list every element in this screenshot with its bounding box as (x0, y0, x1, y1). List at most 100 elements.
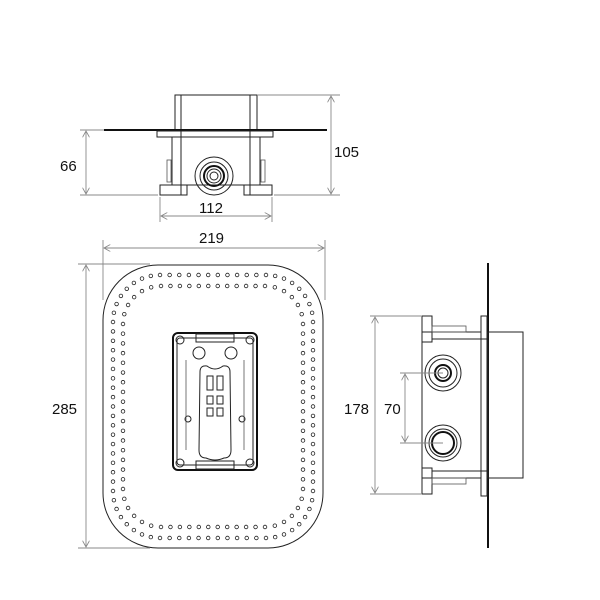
perforation-dot (234, 524, 239, 530)
side-view: 178 70 (344, 263, 524, 548)
perforation-dot (310, 479, 316, 484)
perforation-dot (281, 276, 287, 281)
perforation-dot (118, 514, 124, 520)
perforation-dot (224, 524, 230, 530)
perforation-dot (300, 409, 306, 414)
perforation-dot (139, 276, 145, 281)
perforation-dot (281, 288, 287, 294)
perforation-dot (234, 272, 240, 278)
perforation-dot (120, 389, 126, 395)
perforation-dot (110, 385, 116, 390)
perforation-dot (110, 479, 116, 484)
perforation-dot (299, 311, 304, 317)
dim-label-105: 105 (334, 144, 359, 161)
perforation-dot (215, 272, 221, 278)
perforation-dot (281, 532, 287, 537)
perforation-dot (300, 341, 306, 346)
perforation-dot (310, 460, 316, 466)
perforation-dot (263, 535, 269, 541)
perforation-dot (225, 535, 230, 541)
perforation-dot (310, 319, 316, 325)
perforation-dot (118, 293, 124, 299)
perforation-dot (300, 389, 306, 395)
perforation-dot (148, 534, 154, 540)
perforation-dot (300, 370, 306, 375)
perforation-dot (177, 272, 182, 278)
perforation-dot (234, 535, 240, 541)
perforation-dot (300, 418, 306, 424)
perforation-dot (243, 524, 249, 530)
perforation-dot (253, 524, 258, 530)
perforation-dot (310, 413, 316, 419)
perforation-dot (206, 283, 211, 289)
perforation-dot (110, 347, 116, 353)
perforation-dot (310, 366, 316, 372)
perforation-dot (205, 535, 211, 541)
perforation-dot (300, 331, 306, 336)
perforation-dot (139, 519, 145, 525)
perforation-dot (131, 527, 137, 533)
perforation-dots (110, 272, 316, 541)
perforation-dot (168, 524, 173, 530)
perforation-dot (177, 524, 183, 530)
perforation-dot (177, 283, 183, 289)
valve-body (172, 332, 258, 471)
perforation-dot (167, 535, 172, 541)
top-fitting-icon (194, 156, 234, 196)
perforation-dot (125, 302, 131, 308)
perforation-dot (310, 338, 316, 343)
perforation-dot (114, 301, 119, 307)
perforation-dot (110, 366, 116, 372)
perforation-dot (307, 506, 312, 512)
perforation-dot (310, 376, 316, 381)
perforation-dot (120, 486, 126, 492)
perforation-dot (158, 524, 164, 530)
perforation-dot (289, 280, 295, 286)
perforation-dot (110, 441, 116, 447)
perforation-dot (196, 524, 202, 530)
perforation-dot (110, 394, 116, 400)
perforation-dot (110, 357, 116, 362)
perforation-dot (289, 294, 295, 300)
perforation-dot (300, 350, 306, 356)
top-box (174, 94, 258, 131)
perforation-dot (300, 380, 306, 385)
perforation-dot (215, 535, 221, 541)
perforation-dot (157, 535, 163, 541)
perforation-dot (110, 470, 116, 475)
perforation-dot (110, 423, 116, 428)
perforation-dot (253, 283, 258, 289)
perforation-dot (120, 428, 126, 433)
perforation-dot (168, 283, 173, 289)
perforation-dot (300, 467, 306, 472)
perforation-dot (111, 497, 117, 503)
perforation-dot (157, 272, 163, 278)
perforation-dot (262, 524, 268, 530)
perforation-dot (120, 438, 126, 443)
perforation-dot (186, 535, 192, 541)
dim-label-285: 285 (52, 401, 77, 418)
perforation-dot (125, 505, 131, 511)
rear-box (487, 331, 524, 479)
perforation-dot (272, 285, 278, 290)
perforation-dot (110, 338, 116, 343)
perforation-dot (122, 496, 127, 502)
perforation-dot (300, 477, 306, 482)
perforation-dot (120, 457, 126, 463)
perforation-dot (120, 477, 126, 482)
perforation-dot (272, 534, 278, 540)
perforation-dot (167, 272, 172, 278)
perforation-dot (310, 441, 316, 447)
perforation-dot (120, 447, 126, 453)
perforation-dot (205, 272, 211, 278)
perforation-dot (299, 496, 304, 502)
perforation-dot (139, 288, 145, 294)
perforation-dot (300, 438, 306, 443)
perforation-dot (289, 527, 295, 533)
perforation-dot (110, 488, 116, 494)
perforation-dot (120, 321, 126, 327)
perforation-dot (244, 535, 249, 541)
perforation-dot (300, 447, 306, 453)
